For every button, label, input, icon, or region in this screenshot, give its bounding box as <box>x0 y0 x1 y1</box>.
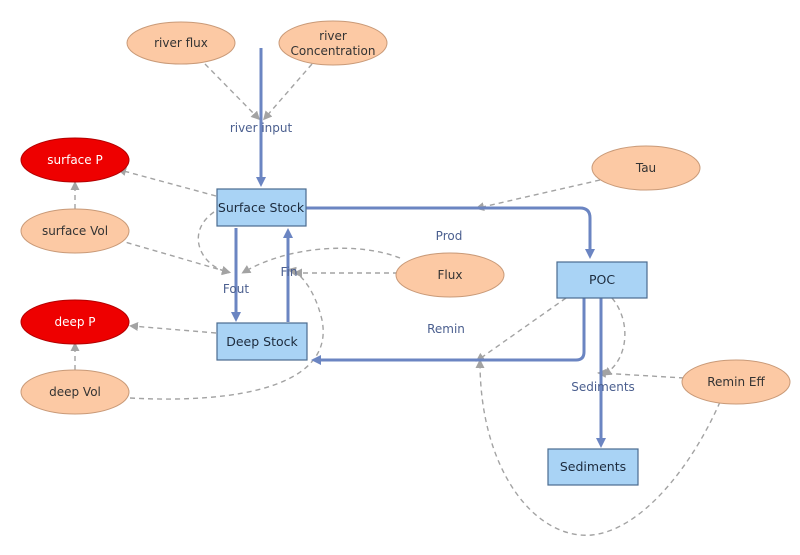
stock-label: POC <box>589 272 615 287</box>
variable-deep-p[interactable]: deep P <box>20 299 130 345</box>
variable-river-flux[interactable]: river flux <box>126 21 236 65</box>
link-deepstock-deepp <box>129 322 217 334</box>
variable-label: Concentration <box>291 44 376 58</box>
flow-label-sediments: Sediments <box>571 380 635 394</box>
stock-label: Sediments <box>560 459 626 474</box>
stock-poc[interactable]: POC <box>556 261 648 299</box>
variable-label: Tau <box>635 161 656 175</box>
variable-surface-vol[interactable]: surface Vol <box>20 208 130 254</box>
variable-deep-vol[interactable]: deep Vol <box>20 369 130 415</box>
link-remineff-remin <box>475 359 721 536</box>
link-flux-fout <box>241 247 401 274</box>
variable-tau[interactable]: Tau <box>591 145 701 191</box>
stock-label: Deep Stock <box>226 334 298 349</box>
flow-remin <box>311 298 586 365</box>
variable-river-concentration[interactable]: river Concentration <box>278 20 388 66</box>
flow-label-river-input: river input <box>230 121 293 135</box>
link-remineff-sediments <box>597 368 685 379</box>
link-surfacestock-fout <box>197 211 231 276</box>
flow-label-prod: Prod <box>436 229 463 243</box>
link-riverconc-riverinput <box>263 63 313 121</box>
link-tau-prod <box>475 179 601 212</box>
stock-deep-stock[interactable]: Deep Stock <box>216 322 308 361</box>
variable-label: surface Vol <box>42 224 108 238</box>
flow-label-remin: Remin <box>427 322 465 336</box>
variable-remin-eff[interactable]: Remin Eff <box>681 359 791 405</box>
link-deepvol-fin <box>129 266 324 400</box>
stock-surface-stock[interactable]: Surface Stock <box>216 188 307 227</box>
link-poc-sediments <box>602 297 626 376</box>
flow-prod <box>306 206 595 259</box>
variable-label: Flux <box>438 268 463 282</box>
link-riverflux-riverinput <box>204 63 261 121</box>
variable-label: Remin Eff <box>707 375 765 389</box>
link-surfacevol-fout <box>117 239 231 275</box>
flow-label-fin: Fin <box>281 265 298 279</box>
variable-label: deep P <box>54 315 95 329</box>
material-flows <box>231 48 606 448</box>
dependency-links <box>70 63 721 536</box>
variable-label: river flux <box>154 36 208 50</box>
variable-label: deep Vol <box>49 385 101 399</box>
variable-flux[interactable]: Flux <box>395 252 505 298</box>
variable-surface-p[interactable]: surface P <box>20 137 130 183</box>
link-poc-remin <box>475 297 567 362</box>
stock-label: Surface Stock <box>218 200 305 215</box>
stock-sediments[interactable]: Sediments <box>547 448 639 486</box>
variable-label: river <box>319 29 347 43</box>
link-surfacestock-surfacep <box>117 167 217 197</box>
flow-label-fout: Fout <box>223 282 249 296</box>
variable-label: surface P <box>47 153 102 167</box>
